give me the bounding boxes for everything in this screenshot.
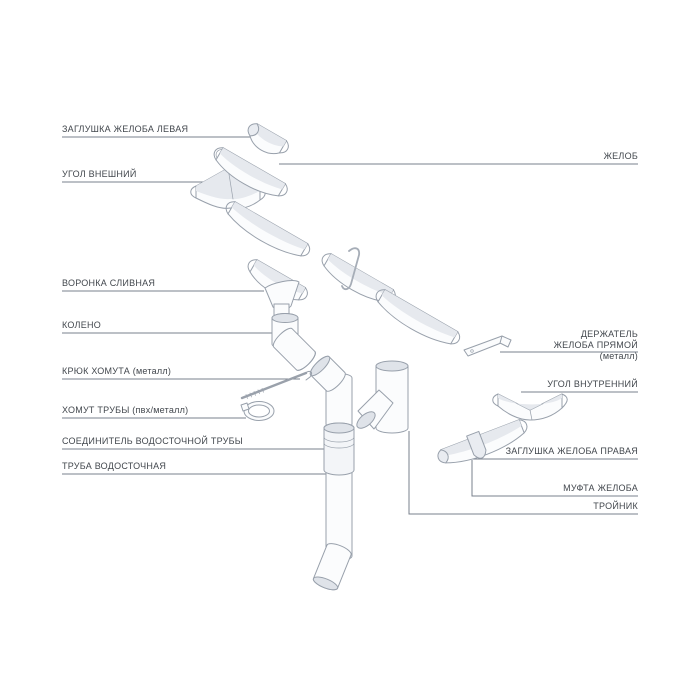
label-end-cap-left: ЗАГЛУШКА ЖЕЛОБА ЛЕВАЯ	[62, 124, 189, 134]
part-outlet-elbow	[312, 543, 352, 591]
label-end-cap-right: ЗАГЛУШКА ЖЕЛОБА ПРАВАЯ	[505, 446, 638, 456]
label-elbow: КОЛЕНО	[62, 320, 101, 330]
label-funnel: ВОРОНКА СЛИВНАЯ	[62, 278, 156, 288]
label-gutter: ЖЕЛОБ	[603, 151, 638, 161]
part-gutter-coupling	[466, 430, 487, 459]
part-pipe-clamp	[240, 401, 275, 421]
leader-lines	[62, 136, 638, 515]
part-pipe-connector	[323, 422, 355, 476]
label-pipe-connector: СОЕДИНИТЕЛЬ ВОДОСТОЧНОЙ ТРУБЫ	[62, 436, 243, 446]
part-straight-bracket	[463, 335, 512, 357]
label-clamp-hook: КРЮК ХОМУТА (металл)	[62, 366, 172, 376]
parts	[190, 123, 568, 591]
part-gutter-section-1	[225, 201, 311, 257]
label-tee: ТРОЙНИК	[593, 501, 638, 511]
label-downpipe: ТРУБА ВОДОСТОЧНАЯ	[62, 461, 167, 471]
part-end-cap-left	[247, 123, 289, 155]
part-inner-corner	[492, 393, 568, 421]
part-elbow-2	[309, 355, 353, 429]
part-gutter-top	[213, 147, 288, 197]
label-straight-bracket: ДЕРЖАТЕЛЬ ЖЕЛОБА ПРЯМОЙ (металл)	[553, 329, 638, 361]
part-funnel	[247, 259, 308, 322]
part-gutter-bracket-strap	[341, 247, 361, 291]
label-gutter-coupling: МУФТА ЖЕЛОБА	[563, 483, 638, 493]
part-clamp-hook	[240, 370, 313, 400]
label-pipe-clamp: ХОМУТ ТРУБЫ (пвх/металл)	[62, 405, 189, 415]
label-inner-corner: УГОЛ ВНУТРЕННИЙ	[547, 379, 638, 389]
part-elbow	[271, 313, 316, 371]
label-outer-corner: УГОЛ ВНЕШНИЙ	[62, 169, 137, 179]
part-gutter-section-3	[375, 289, 461, 345]
part-tee	[356, 360, 409, 434]
